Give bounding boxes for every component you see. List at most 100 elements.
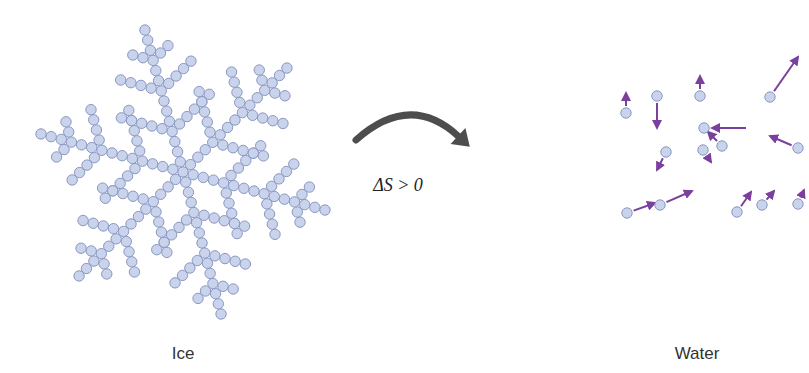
- ice-molecule: [136, 80, 146, 90]
- ice-molecule: [156, 227, 166, 237]
- ice-molecule: [262, 199, 272, 209]
- ice-molecule: [229, 218, 239, 228]
- ice-molecule: [51, 152, 61, 162]
- ice-molecule: [138, 194, 148, 204]
- ice-molecule: [205, 268, 215, 278]
- ice-molecule: [36, 129, 46, 139]
- ice-molecule: [159, 237, 169, 247]
- ice-molecule: [118, 188, 128, 198]
- velocity-arrow: [712, 127, 746, 129]
- ice-molecule: [140, 25, 150, 35]
- ice-molecule: [197, 97, 207, 107]
- ice-molecule: [129, 267, 139, 277]
- ice-molecule: [258, 151, 268, 161]
- ice-molecule: [219, 216, 229, 226]
- ice-molecule: [226, 67, 236, 77]
- velocity-arrow: [801, 190, 804, 198]
- ice-molecule: [218, 281, 228, 291]
- ice-molecule: [247, 110, 257, 120]
- label-anchor: ΔS > 0: [373, 175, 423, 197]
- ice-molecule: [162, 247, 172, 257]
- ice-molecule: [292, 207, 302, 217]
- ice-molecule: [230, 256, 240, 266]
- ice-molecule: [289, 159, 299, 169]
- ice-molecule: [46, 131, 56, 141]
- ice-molecule: [146, 83, 156, 93]
- ice-molecule: [239, 221, 249, 231]
- ice-molecule: [159, 237, 169, 247]
- ice-molecule: [98, 221, 108, 231]
- water-molecule: [661, 147, 671, 157]
- ice-molecule: [138, 53, 148, 63]
- ice-molecule: [124, 246, 134, 256]
- velocity-arrow: [707, 156, 711, 162]
- ice-molecule: [280, 91, 290, 101]
- ice-molecule: [224, 198, 234, 208]
- water-molecule: [793, 143, 803, 153]
- ice-molecule: [67, 175, 77, 185]
- ice-molecule: [88, 218, 98, 228]
- ice-molecule: [220, 253, 230, 263]
- state-label: Ice: [172, 344, 195, 364]
- ice-molecule: [76, 243, 86, 253]
- ice-molecule: [295, 217, 305, 227]
- ice-molecule: [279, 194, 289, 204]
- ice-molecule: [229, 77, 239, 87]
- ice-molecule: [240, 259, 250, 269]
- ice-molecule: [128, 191, 138, 201]
- label-anchor: Water: [675, 344, 720, 364]
- ice-molecule: [257, 75, 267, 85]
- ice-molecule: [210, 251, 220, 261]
- ice-molecule: [202, 117, 212, 127]
- ice-molecule: [208, 175, 218, 185]
- ice-molecule: [159, 96, 169, 106]
- ice-molecule: [117, 150, 127, 160]
- ice-molecule: [248, 148, 258, 158]
- ice-molecule: [132, 136, 142, 146]
- ice-molecule: [74, 271, 84, 281]
- ice-molecule: [216, 309, 226, 319]
- ice-molecule: [199, 210, 209, 220]
- ice-molecule: [121, 236, 131, 246]
- ice-molecule: [186, 197, 196, 207]
- water-molecule: [698, 145, 708, 155]
- ice-molecule: [193, 293, 203, 303]
- ice-molecule: [257, 113, 267, 123]
- velocity-arrow: [625, 93, 627, 106]
- water-molecule: [699, 123, 709, 133]
- ice-molecule: [76, 140, 86, 150]
- ice-molecule: [128, 50, 138, 60]
- ice-molecule: [268, 116, 278, 126]
- process-arrow: [356, 115, 458, 140]
- water-molecule: [695, 91, 705, 101]
- water-molecules: [621, 57, 804, 218]
- arrow-head: [451, 128, 470, 147]
- ice-molecule: [249, 186, 259, 196]
- ice-molecule: [183, 187, 193, 197]
- ice-molecule: [102, 269, 112, 279]
- ice-molecule: [151, 207, 161, 217]
- ice-molecule: [304, 182, 314, 192]
- ice-molecule: [137, 118, 147, 128]
- ice-molecule: [194, 86, 204, 96]
- ice-molecule: [108, 223, 118, 233]
- ice-snowflake: [36, 25, 330, 319]
- ice-molecule: [197, 238, 207, 248]
- water-molecule: [652, 91, 662, 101]
- velocity-arrow: [767, 191, 774, 200]
- ice-molecule: [205, 127, 215, 137]
- velocity-arrow: [657, 158, 663, 170]
- ice-molecule: [254, 65, 264, 75]
- ice-molecule: [142, 35, 152, 45]
- velocity-arrow: [770, 136, 792, 145]
- ice-molecule: [198, 172, 208, 182]
- ice-molecule: [310, 202, 320, 212]
- state-label: Water: [675, 344, 720, 364]
- ice-molecule: [270, 88, 280, 98]
- ice-molecule: [86, 246, 96, 256]
- ice-molecule: [147, 121, 157, 131]
- ice-molecule: [135, 146, 145, 156]
- ice-molecule: [218, 140, 228, 150]
- water-molecule: [732, 207, 742, 217]
